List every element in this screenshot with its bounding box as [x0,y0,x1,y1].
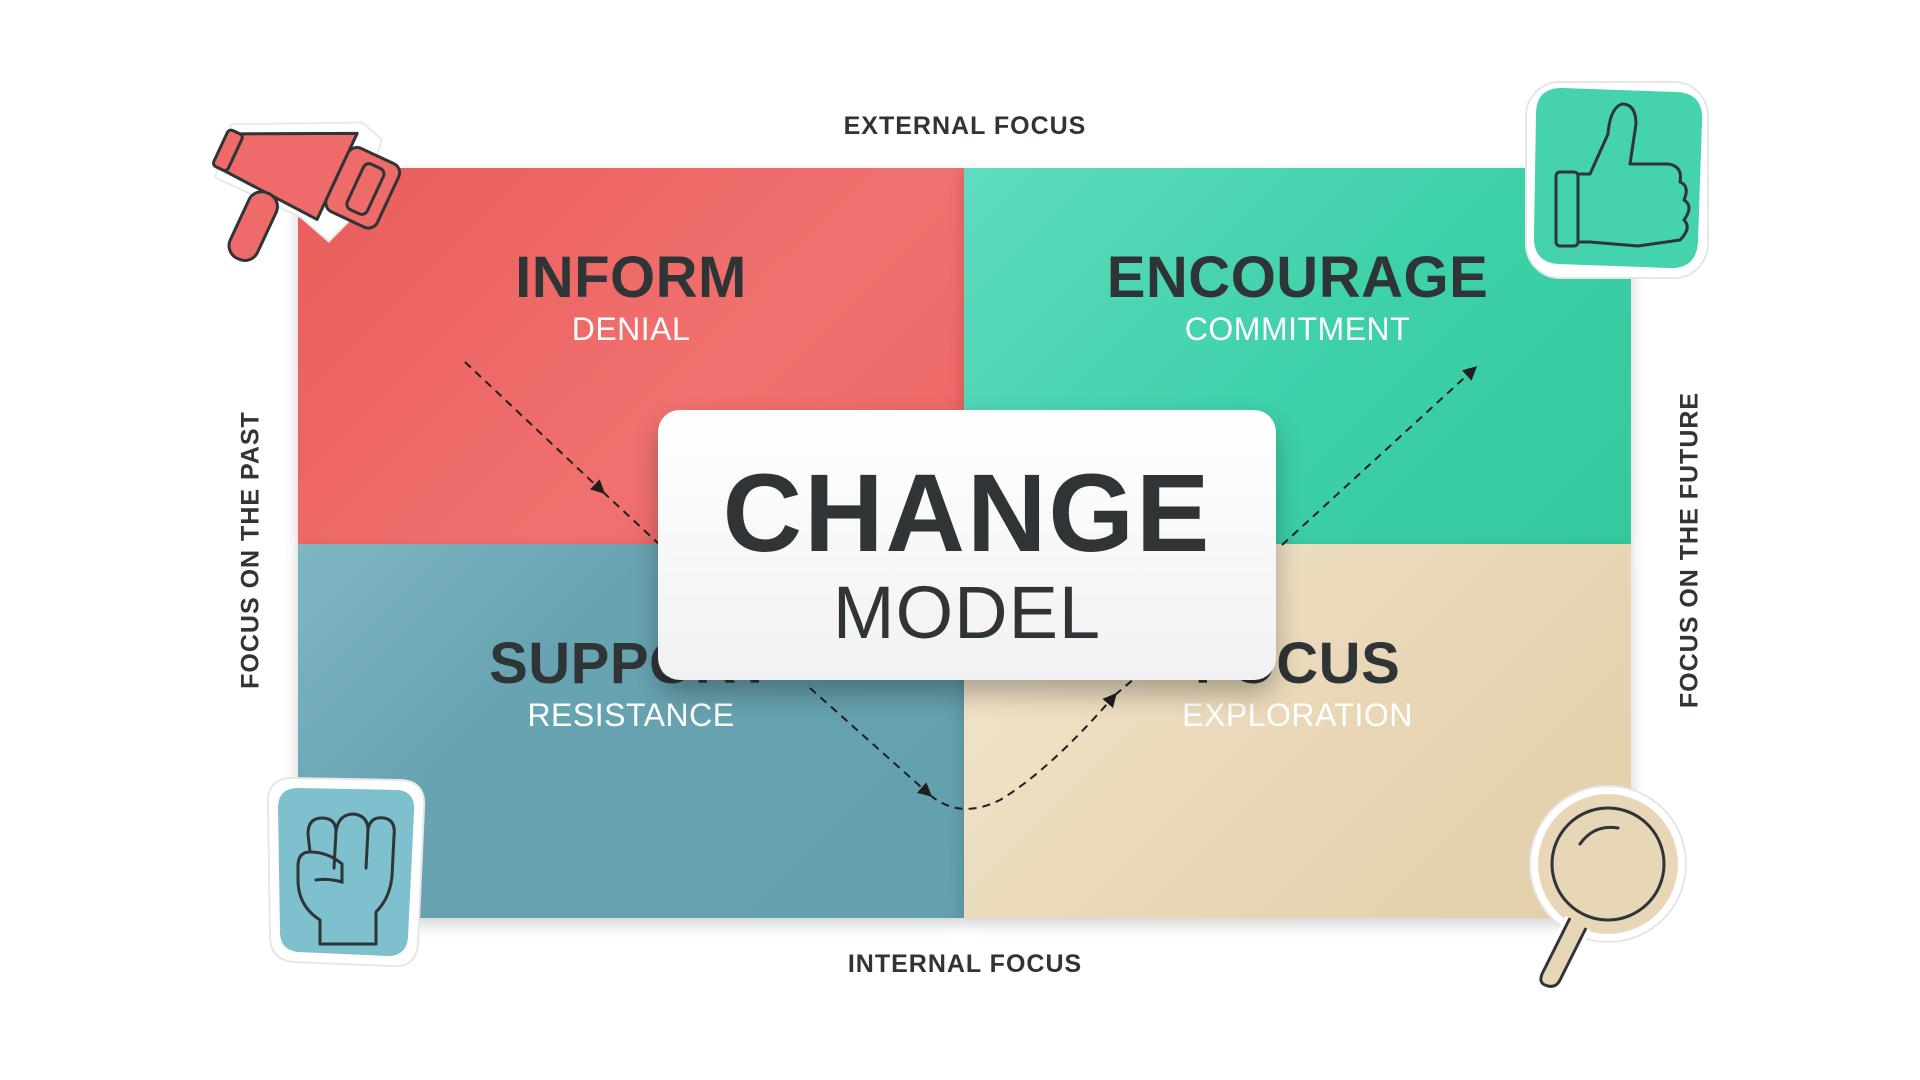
quadrant-subtitle: EXPLORATION [1182,697,1413,733]
fist-icon [266,776,426,968]
flow-arrow-inform-tail [602,491,661,546]
quadrant-title: INFORM [515,245,747,310]
center-subtitle: MODEL [832,571,1102,654]
flow-arrow-support-tail [929,692,1117,810]
quadrant-subtitle: RESISTANCE [527,697,735,733]
axis-label-internal: INTERNAL FOCUS [847,950,1083,978]
megaphone-icon [212,121,402,262]
quadrant-subtitle: COMMITMENT [1184,311,1411,347]
quadrant-subtitle: DENIAL [571,311,691,347]
thumbs-up-icon [1525,81,1709,279]
magnifier-icon [1529,785,1687,992]
center-title: CHANGE [722,452,1212,575]
flow-arrow-inform [464,361,606,494]
center-card: CHANGE MODEL [658,410,1276,680]
flow-arrow-focus [1114,677,1136,696]
flow-arrow-support [809,687,933,797]
quadrant-title: ENCOURAGE [1106,245,1489,310]
flow-arrow-encourage [1281,366,1478,546]
axis-label-external: EXTERNAL FOCUS [843,112,1087,140]
